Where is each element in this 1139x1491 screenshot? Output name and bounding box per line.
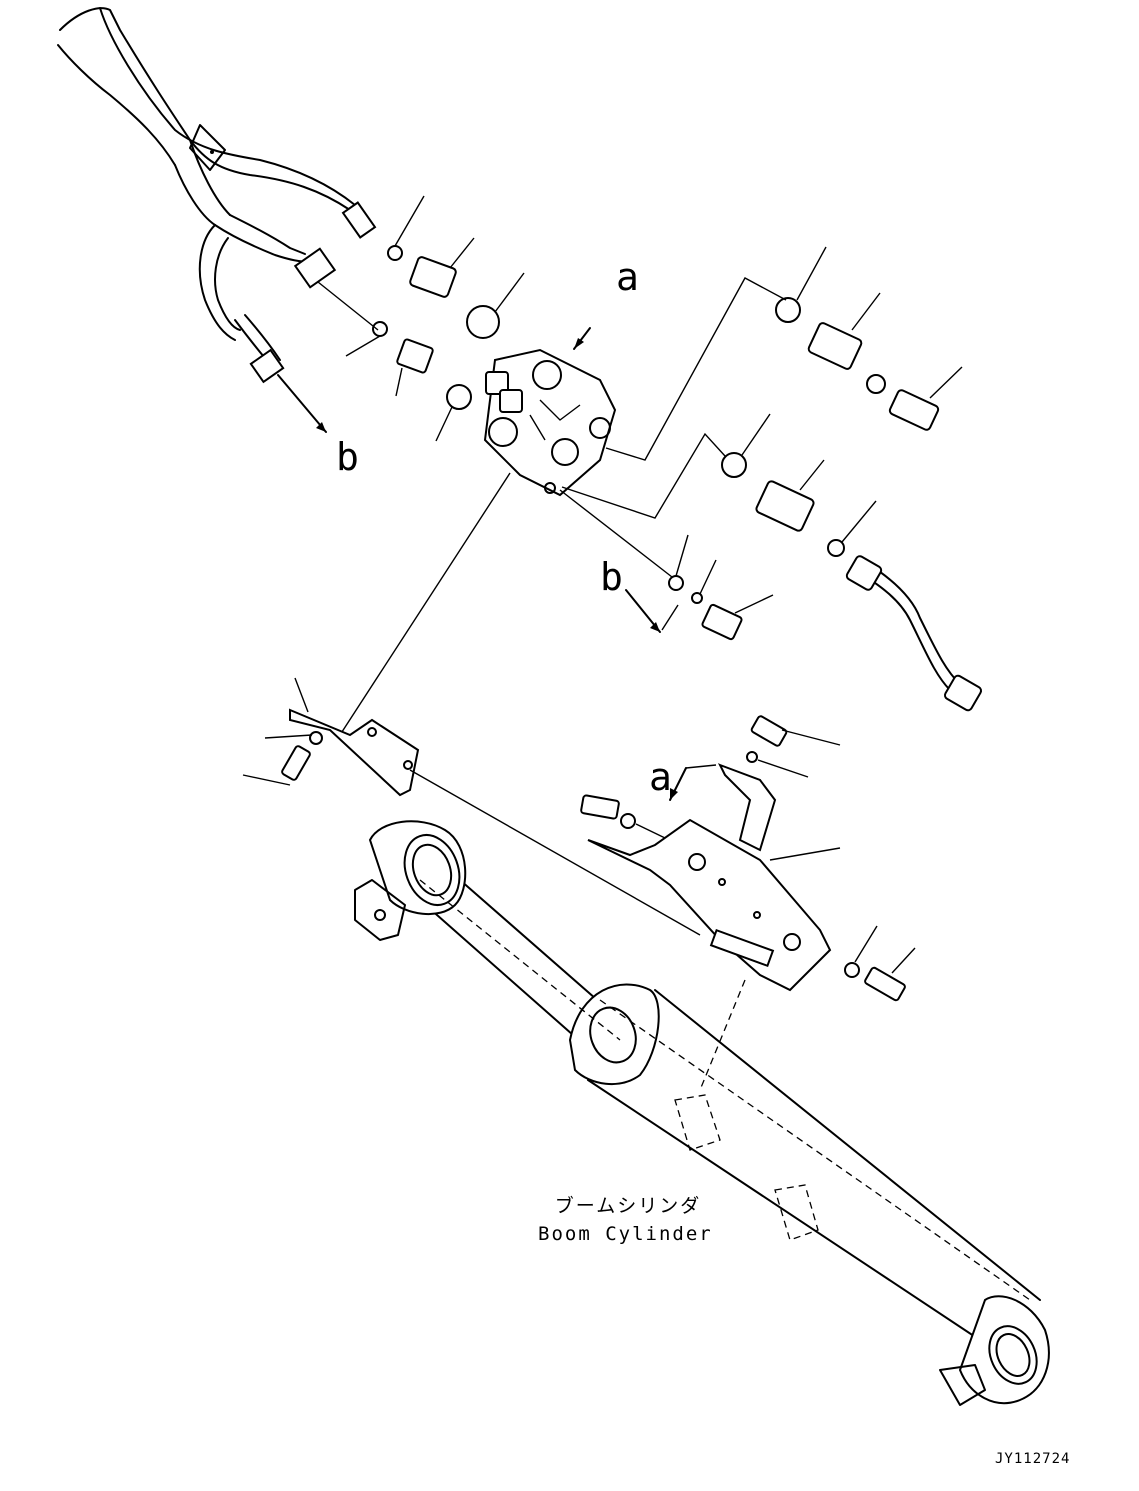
middle-small-fittings	[559, 489, 774, 641]
callout-a-top: a	[616, 255, 639, 299]
right-fittings	[561, 246, 963, 557]
right-bracket	[409, 715, 916, 1002]
caption-japanese: ブームシリンダ	[554, 1195, 702, 1217]
leader-lines-b	[277, 281, 379, 433]
drawing-code: JY112724	[995, 1451, 1071, 1467]
upper-hoses	[57, 7, 377, 384]
callout-b-mid: b	[600, 555, 623, 599]
left-bracket	[242, 472, 511, 797]
caption-english: Boom Cylinder	[538, 1223, 713, 1245]
boom-cylinder	[354, 820, 1050, 1406]
valve-block	[483, 327, 617, 497]
lower-right-hose	[845, 555, 983, 712]
left-fittings	[345, 195, 525, 442]
callout-a-bottom: a	[649, 755, 672, 799]
callout-b-left: b	[336, 435, 359, 479]
